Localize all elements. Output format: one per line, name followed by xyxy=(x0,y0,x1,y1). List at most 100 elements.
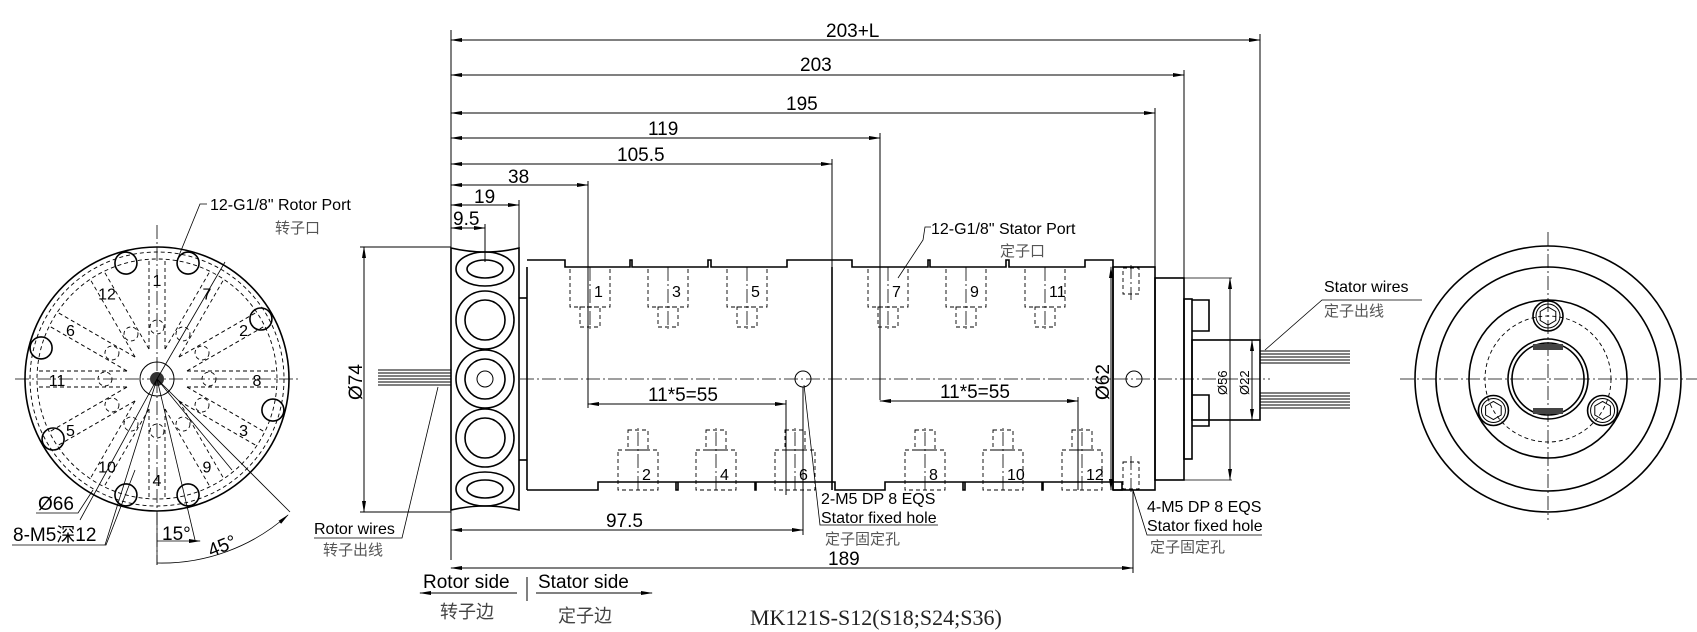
bolt-circle xyxy=(36,258,278,500)
end-bolt xyxy=(1586,394,1619,427)
front-port-label: 9 xyxy=(203,460,212,477)
port-bore xyxy=(123,326,139,342)
mount-holes-leader xyxy=(12,469,136,546)
port-channel xyxy=(186,386,264,432)
port-channel xyxy=(186,326,264,372)
front-port-label: 11 xyxy=(49,373,66,390)
dim-97-5: 97.5 xyxy=(606,511,643,532)
model-title: MK121S-S12(S18;S24;S36) xyxy=(750,605,1002,630)
port-bore xyxy=(175,416,191,432)
dim-38: 38 xyxy=(508,167,529,188)
side-port-label: 10 xyxy=(1007,467,1025,484)
mount-holes-label: 8-M5深12 xyxy=(13,524,96,546)
mount-hole xyxy=(249,307,273,331)
fixed-hole-2-label-cn: 定子固定孔 xyxy=(825,530,900,548)
stator-wires xyxy=(1260,350,1350,409)
port-bore xyxy=(175,326,191,342)
rotor-port-bore xyxy=(464,299,506,341)
rotor-port-fitting xyxy=(455,471,515,507)
rotor-port-fitting xyxy=(455,349,515,409)
stator-port-leader xyxy=(897,226,931,279)
port-channel xyxy=(90,280,136,358)
length-dimensions: 203+L 203 195 119 105.5 38 19 9.5 xyxy=(450,21,1261,490)
fixed-hole-2-leader xyxy=(803,384,938,526)
port-bore xyxy=(104,397,120,413)
stator-wires-label: Stator wires xyxy=(1324,279,1408,296)
fixed-hole-4-label: Stator fixed hole xyxy=(1147,518,1263,535)
side-port-label: 5 xyxy=(751,284,760,301)
mount-hole xyxy=(41,427,65,451)
stator-port-label: 12-G1/8" Stator Port xyxy=(931,221,1076,238)
pitch-right-label: 11*5=55 xyxy=(940,382,1010,403)
rotor-wires-label-cn: 转子出线 xyxy=(323,541,383,559)
stator-port-label-cn: 定子口 xyxy=(1000,242,1045,260)
port-channel xyxy=(178,400,256,446)
port-channel xyxy=(104,272,150,350)
rotor-port-label: 12-G1/8" Rotor Port xyxy=(210,197,351,214)
port-channel xyxy=(178,400,224,478)
rotor-port-leader xyxy=(177,203,207,259)
fixed-hole-4-leader xyxy=(1132,489,1262,536)
rotor-side-label-cn: 转子边 xyxy=(440,602,494,623)
dim-105-5: 105.5 xyxy=(617,145,665,166)
fixed-hole-2-label: Stator fixed hole xyxy=(821,510,937,527)
rotor-wires xyxy=(378,369,451,386)
dia66-label: Ø66 xyxy=(38,494,74,515)
front-port-label: 6 xyxy=(66,323,75,340)
front-port-label: 12 xyxy=(98,286,116,303)
side-port-label: 3 xyxy=(672,284,681,301)
dim-203-L: 203+L xyxy=(826,21,879,42)
rotor-wires-leader xyxy=(314,386,439,539)
side-port-label: 11 xyxy=(1049,284,1066,301)
port-channel xyxy=(90,400,136,478)
fixed-hole-4-label-cn: 定子固定孔 xyxy=(1150,538,1225,556)
dim-189: 189 xyxy=(828,549,860,570)
mount-hole xyxy=(261,398,285,422)
port-channels xyxy=(39,261,275,497)
rotor-side-label: Rotor side xyxy=(423,572,510,593)
hex-socket-icon xyxy=(1539,306,1557,326)
port-bore xyxy=(194,397,210,413)
side-port-label: 4 xyxy=(720,467,729,484)
dim-119: 119 xyxy=(648,119,678,140)
rotor-wires-label: Rotor wires xyxy=(314,521,395,538)
side-port-label: 7 xyxy=(892,284,901,301)
port-bore xyxy=(104,345,120,361)
stator-end: Ø62 Ø56 Ø22 xyxy=(1093,265,1261,495)
fixed-hole-4-spec: 4-M5 DP 8 EQS xyxy=(1147,499,1261,516)
rotor-port-fitting xyxy=(455,290,515,350)
front-port-label: 2 xyxy=(239,323,248,340)
port-channel xyxy=(50,326,128,372)
rotor-port-fitting xyxy=(455,408,515,468)
port-channel xyxy=(178,280,224,358)
end-bolt xyxy=(1532,300,1564,332)
mount-hole xyxy=(114,483,138,507)
dia62-label: Ø62 xyxy=(1093,364,1114,400)
port-channel xyxy=(178,312,256,358)
front-port-label: 3 xyxy=(239,423,248,440)
port-bore xyxy=(194,345,210,361)
stator-wires-leader xyxy=(1264,299,1422,351)
rotor-port-fitting xyxy=(455,251,515,287)
port-bore xyxy=(123,416,139,432)
stator-side-label: Stator side xyxy=(538,572,629,593)
rotor-port-bore xyxy=(466,259,504,279)
stator-end-view xyxy=(1400,232,1697,520)
port-bore xyxy=(97,371,113,387)
fixed-hole-2-spec: 2-M5 DP 8 EQS xyxy=(821,491,935,508)
dim-19: 19 xyxy=(474,187,495,208)
rotor-center-bore xyxy=(476,370,494,388)
angle-15-label: 15° xyxy=(162,524,191,545)
rotor-port-bore xyxy=(464,417,506,459)
rotor-port-label-cn: 转子口 xyxy=(275,219,320,237)
side-port-label: 1 xyxy=(594,284,603,301)
dia22-label: Ø22 xyxy=(1237,370,1252,395)
stator-side-label-cn: 定子边 xyxy=(558,606,612,627)
port-bore xyxy=(201,371,217,387)
front-port-label: 7 xyxy=(203,286,212,303)
hex-socket-icon xyxy=(1485,400,1502,421)
